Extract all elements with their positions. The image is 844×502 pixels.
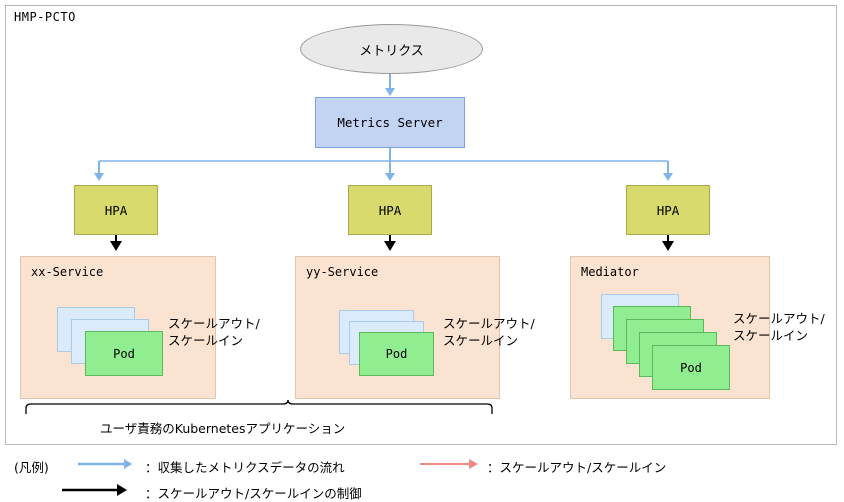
pod-label: Pod [385, 347, 408, 361]
hpa-node-2: HPA [348, 185, 432, 235]
service-label: Mediator [581, 265, 639, 279]
metrics-server-label: Metrics Server [337, 115, 443, 130]
legend-item-black-text: ：スケールアウト/スケールインの制御 [145, 486, 362, 501]
scope-bracket-caption: ユーザ責務のKubernetesアプリケーション [100, 421, 346, 436]
scale-caption-1: スケールアウト/ スケールイン [168, 315, 260, 349]
service-label: xx-Service [31, 265, 104, 279]
hpa-node-1: HPA [74, 185, 158, 235]
hpa-label: HPA [656, 202, 680, 218]
legend-item-blue-text: ：収集したメトリクスデータの流れ [145, 460, 345, 475]
scope-bracket [25, 399, 493, 414]
legend-title: (凡例) [14, 460, 49, 475]
pod-node: Pod [652, 345, 730, 390]
legend-item-red-text: ：スケールアウト/スケールイン [487, 460, 667, 475]
scale-caption-line2: スケールイン [443, 333, 519, 348]
scale-caption-line2: スケールイン [168, 333, 244, 348]
service-box-yy: yy-Service Pod [295, 256, 500, 399]
frame-title-label: HMP-PCTO [14, 10, 76, 24]
hpa-label: HPA [378, 202, 402, 218]
scale-caption-2: スケールアウト/ スケールイン [443, 315, 535, 349]
arrow-server-to-bus [94, 148, 673, 181]
metrics-source-label: メトリクス [359, 43, 424, 59]
service-label: yy-Service [306, 265, 379, 279]
service-box-xx: xx-Service Pod [20, 256, 216, 399]
pod-node: Pod [85, 331, 163, 376]
pod-label: Pod [113, 346, 135, 361]
scale-caption-line1: スケールアウト/ [168, 316, 260, 331]
metrics-server-node: Metrics Server [315, 97, 465, 148]
scale-caption-line1: スケールアウト/ [443, 316, 535, 331]
scale-caption-3: スケールアウト/ スケールイン [733, 310, 825, 344]
metrics-source-node: メトリクス [300, 24, 483, 74]
service-box-mediator: Mediator Pod [570, 256, 770, 399]
scale-caption-line1: スケールアウト/ [733, 311, 825, 326]
pod-node: Pod [359, 332, 434, 376]
hpa-label: HPA [104, 202, 128, 218]
hpa-node-3: HPA [626, 185, 710, 235]
scale-caption-line2: スケールイン [733, 328, 809, 343]
pod-label: Pod [680, 360, 702, 375]
